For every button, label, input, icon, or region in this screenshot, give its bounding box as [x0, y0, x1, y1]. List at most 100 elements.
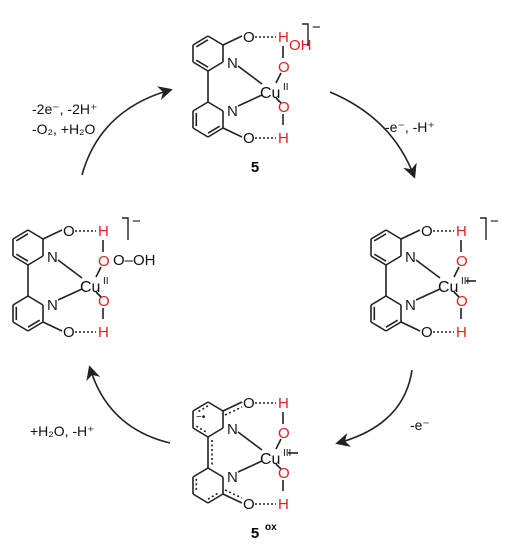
pyridine-bottom-bond	[385, 295, 402, 306]
cu-o-bond-lower	[453, 291, 460, 298]
pyridine-top-bond	[207, 35, 224, 46]
pyridine-bottom-bond	[27, 295, 44, 306]
n-cu-bond-bottom	[415, 288, 441, 301]
ring-carbon-oxygen-bond-top	[222, 401, 243, 412]
ring-carbon-oxygen-bond-bottom	[222, 127, 243, 138]
arrow-left-to-top	[81, 86, 173, 176]
pyridine-bottom-bond	[192, 127, 209, 138]
pyridine-nitrogen-top: N	[227, 421, 238, 438]
pyridine-bottom-bond	[207, 493, 224, 504]
copper-center: Cu	[260, 85, 280, 102]
arrow-bottom-to-left	[86, 365, 171, 444]
copper-center: Cu	[438, 279, 458, 296]
ring-oxygen-bottom: O	[421, 324, 433, 341]
copper-oxidation-state: III	[283, 448, 291, 459]
bridging-hydrogen-bottom: H	[278, 496, 289, 513]
pyridine-bottom-bond	[192, 101, 209, 112]
ligand-oxygen-upper: O	[456, 253, 468, 270]
aromatic-double-bond	[195, 59, 209, 68]
pyridine-nitrogen-bottom: N	[47, 297, 58, 314]
charge-bracket	[480, 217, 487, 240]
ring-oxygen-top: O	[63, 223, 75, 240]
pyridine-top-bond	[207, 61, 224, 72]
pyridine-top-bond	[27, 255, 44, 266]
pyridine-top-bond	[370, 255, 387, 266]
charge-bracket	[122, 217, 129, 240]
ring-carbon-oxygen-bond-top	[222, 35, 243, 46]
ligand-oxygen-lower: O	[456, 293, 468, 310]
pyridine-top-bond	[370, 229, 387, 240]
pyridine-top-bond	[192, 61, 209, 72]
pyridine-top-bond	[192, 427, 209, 438]
aromatic-double-bond	[15, 233, 29, 242]
pyridine-bottom-bond	[370, 295, 387, 306]
copper-center: Cu	[80, 279, 100, 296]
pyridine-top-bond	[12, 229, 29, 240]
pyridine-top-bond	[27, 229, 44, 240]
ligand-oxygen-lower: O	[98, 293, 110, 310]
pyridine-nitrogen-top: N	[47, 249, 58, 266]
ring-co-dashed-top	[224, 406, 243, 416]
step-label-top-to-right: -e⁻, -H⁺	[385, 119, 435, 135]
aromatic-double-bond	[207, 125, 221, 134]
cu-o-bond-upper	[275, 438, 282, 450]
bridging-hydrogen-top: H	[278, 395, 289, 412]
n-cu-bond-top	[415, 259, 441, 279]
n-cu-bond-top	[237, 65, 263, 85]
ring-oxygen-top: O	[243, 29, 255, 46]
cu-o-bond-lower	[275, 97, 282, 104]
pyridine-bottom-bond	[27, 321, 44, 332]
pyridine-nitrogen-top: N	[227, 55, 238, 72]
aromatic-double-bond	[373, 253, 387, 262]
ring-oxygen-top: O	[243, 395, 255, 412]
complex-charge: −	[312, 19, 321, 36]
ligand-oxygen-upper: O	[278, 59, 290, 76]
bridging-hydrogen-top: H	[98, 223, 109, 240]
complex-charge: −	[132, 213, 141, 230]
compound-label: 5	[251, 159, 259, 176]
ring-carbon-oxygen-bond-bottom	[42, 321, 63, 332]
arrow-top-to-right	[329, 91, 417, 179]
ring-oxygen-bottom: O	[63, 324, 75, 341]
n-cu-bond-bottom	[237, 94, 263, 107]
cu-o-bond-lower	[275, 463, 282, 470]
pyridine-bottom-bond	[207, 127, 224, 138]
pyridine-bottom-bond	[12, 321, 29, 332]
pyridine-top-bond	[385, 255, 402, 266]
aromatic-double-bond	[385, 319, 399, 328]
bridging-hydrogen-bottom: H	[98, 324, 109, 341]
ring-co-dashed-bottom	[224, 489, 243, 499]
compound-label: 5	[251, 525, 259, 542]
n-cu-bond-bottom	[57, 288, 83, 301]
cu-o-bond-upper	[275, 72, 282, 84]
pyridine-top-bond	[12, 255, 29, 266]
ring-oxygen-bottom: O	[243, 130, 255, 147]
pyridine-bottom-bond	[192, 493, 209, 504]
ring-carbon-oxygen-bond-bottom	[400, 321, 421, 332]
copper-oxidation-state: II	[103, 276, 109, 287]
step-label-right-to-bottom: -e⁻	[410, 417, 430, 433]
copper-oxidation-state: II	[283, 82, 289, 93]
cu-o-bond-upper	[453, 266, 460, 278]
ligand-oxygen-upper: O	[278, 425, 290, 442]
pyridine-top-bond	[192, 401, 209, 412]
cu-o-bond-lower	[95, 291, 102, 298]
ligand-hydroxide: OH	[289, 37, 312, 54]
copper-oxidation-state: III	[461, 276, 469, 287]
n-cu-bond-top	[237, 431, 263, 451]
copper-center: Cu	[260, 451, 280, 468]
ring-carbon-oxygen-bond-bottom	[222, 493, 243, 504]
pyridine-top-bond	[192, 35, 209, 46]
pyridine-bottom-bond	[12, 295, 29, 306]
ligand-hydroperoxide: O–OH	[113, 252, 156, 269]
pyridine-bottom-bond	[207, 101, 224, 112]
ring-carbon-oxygen-bond-top	[400, 229, 421, 240]
ligand-oxygen-lower: O	[278, 465, 290, 482]
bridging-hydrogen-top: H	[456, 223, 467, 240]
aromatic-double-bond	[27, 319, 41, 328]
complex-charge: −	[490, 213, 499, 230]
